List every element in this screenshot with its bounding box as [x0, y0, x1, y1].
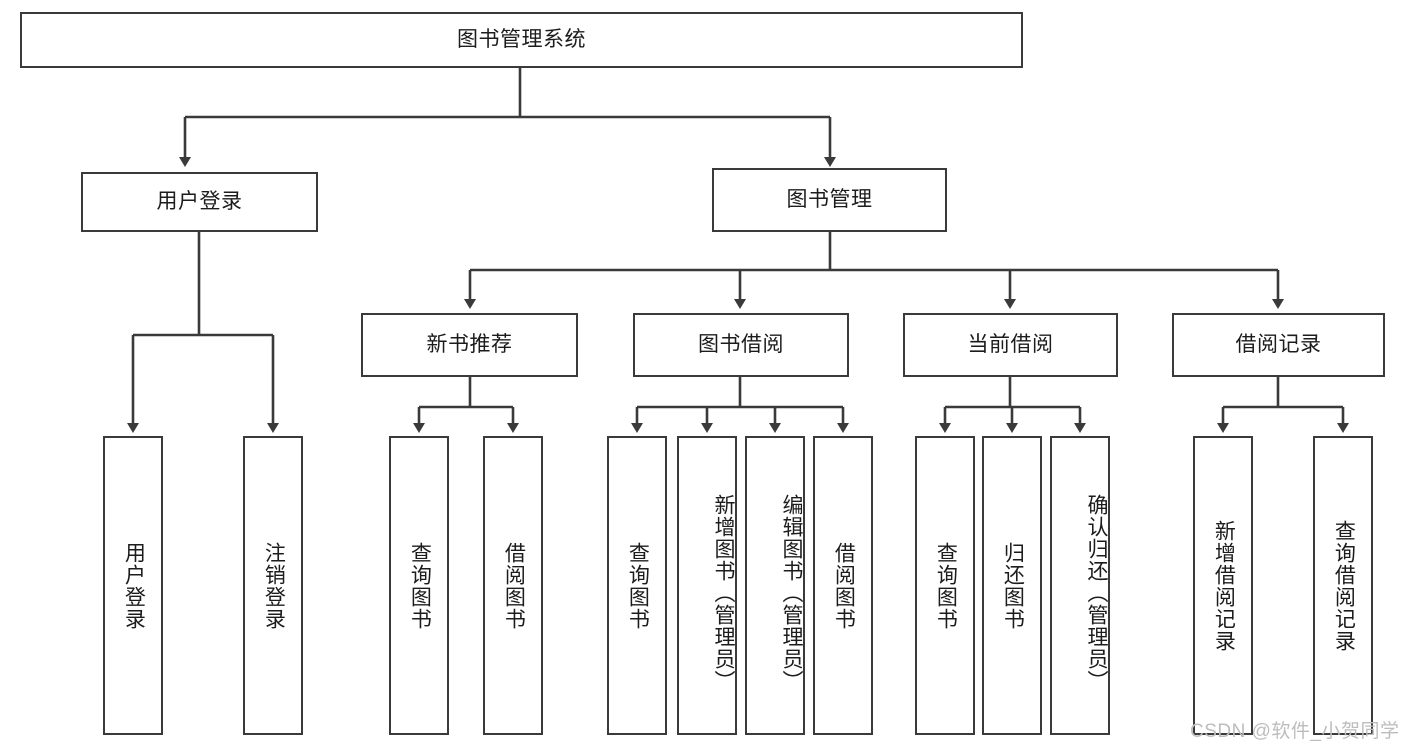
watermark: CSDN @软件_小贺同学: [1190, 721, 1400, 742]
leaf-borrow-query-book-label: 查询图书: [626, 541, 650, 630]
leaf-recommend-query-book[interactable]: 查询图书: [389, 436, 449, 735]
leaf-borrow-borrow-book[interactable]: 借阅图书: [813, 436, 873, 735]
node-root-label: 图书管理系统: [457, 27, 586, 51]
leaf-current-confirm-return-admin[interactable]: 确认归还（管理员）: [1050, 436, 1110, 735]
node-book-management-label: 图书管理: [786, 187, 873, 211]
leaf-user-login-signin[interactable]: 用户登录: [103, 436, 163, 735]
leaf-user-login-signin-label: 用户登录: [122, 541, 146, 630]
leaf-recommend-query-book-label: 查询图书: [408, 541, 432, 630]
leaf-records-add-record-label: 新增借阅记录: [1212, 519, 1236, 652]
leaf-records-add-record[interactable]: 新增借阅记录: [1193, 436, 1253, 735]
leaf-current-confirm-return-admin-label: 确认归还（管理员）: [1085, 493, 1108, 692]
node-borrow-records[interactable]: 借阅记录: [1172, 313, 1385, 377]
node-book-management[interactable]: 图书管理: [712, 168, 947, 232]
leaf-user-login-signout[interactable]: 注销登录: [243, 436, 303, 735]
leaf-user-login-signout-label: 注销登录: [262, 541, 286, 630]
leaf-current-return-book-label: 归还图书: [1001, 541, 1025, 630]
leaf-borrow-edit-book-admin-label: 编辑图书（管理员）: [780, 493, 803, 692]
leaf-records-query-record-label: 查询借阅记录: [1332, 519, 1356, 652]
leaf-borrow-query-book[interactable]: 查询图书: [607, 436, 667, 735]
leaf-recommend-borrow-book-label: 借阅图书: [502, 541, 526, 630]
node-root[interactable]: 图书管理系统: [20, 12, 1023, 68]
leaf-borrow-add-book-admin[interactable]: 新增图书（管理员）: [677, 436, 737, 735]
leaf-borrow-edit-book-admin[interactable]: 编辑图书（管理员）: [745, 436, 805, 735]
node-book-borrow-label: 图书借阅: [698, 332, 784, 356]
node-user-login-label: 用户登录: [156, 189, 243, 213]
leaf-borrow-add-book-admin-label: 新增图书（管理员）: [712, 493, 735, 692]
leaf-borrow-borrow-book-label: 借阅图书: [832, 541, 856, 630]
leaf-records-query-record[interactable]: 查询借阅记录: [1313, 436, 1373, 735]
node-book-borrow[interactable]: 图书借阅: [633, 313, 849, 377]
node-borrow-records-label: 借阅记录: [1235, 332, 1322, 356]
leaf-current-return-book[interactable]: 归还图书: [982, 436, 1042, 735]
node-new-book-recommend[interactable]: 新书推荐: [361, 313, 578, 377]
leaf-current-query-book-label: 查询图书: [934, 541, 958, 630]
node-current-borrow-label: 当前借阅: [967, 332, 1054, 356]
leaf-current-query-book[interactable]: 查询图书: [915, 436, 975, 735]
node-user-login[interactable]: 用户登录: [81, 172, 318, 232]
node-new-book-recommend-label: 新书推荐: [426, 332, 513, 356]
node-current-borrow[interactable]: 当前借阅: [903, 313, 1118, 377]
leaf-recommend-borrow-book[interactable]: 借阅图书: [483, 436, 543, 735]
